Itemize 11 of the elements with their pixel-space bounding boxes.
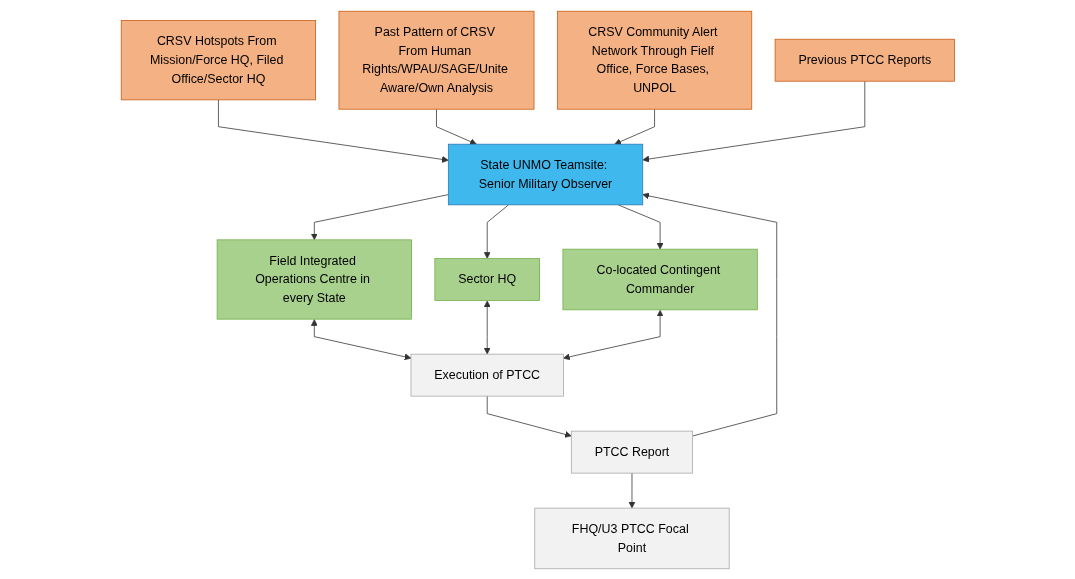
node-box: Co-located Contingent Commander bbox=[562, 248, 758, 310]
node-box: PTCC Report bbox=[570, 430, 693, 473]
node-box: CRSV Community Alert Network Through Fielf Office, Force Bases, UNPOL bbox=[556, 10, 752, 110]
node-box: Past Pattern of CRSV From Human Rights/WPAU/SAGE/Unite Aware/Own Analysis bbox=[338, 10, 535, 110]
node-box: FHQ/U3 PTCC Focal Point bbox=[534, 507, 730, 569]
node-box: CRSV Hotspots From Mission/Force HQ, Filed Office/Sector HQ bbox=[120, 19, 316, 100]
node-box: Previous PTCC Reports bbox=[774, 38, 955, 82]
node-box: Sector HQ bbox=[434, 257, 540, 301]
node-box: State UNMO Teamsite: Senior Military Observer bbox=[447, 143, 643, 205]
node-box: Execution of PTCC bbox=[410, 353, 564, 397]
node-box: Field Integrated Operations Centre in every State bbox=[216, 238, 412, 320]
